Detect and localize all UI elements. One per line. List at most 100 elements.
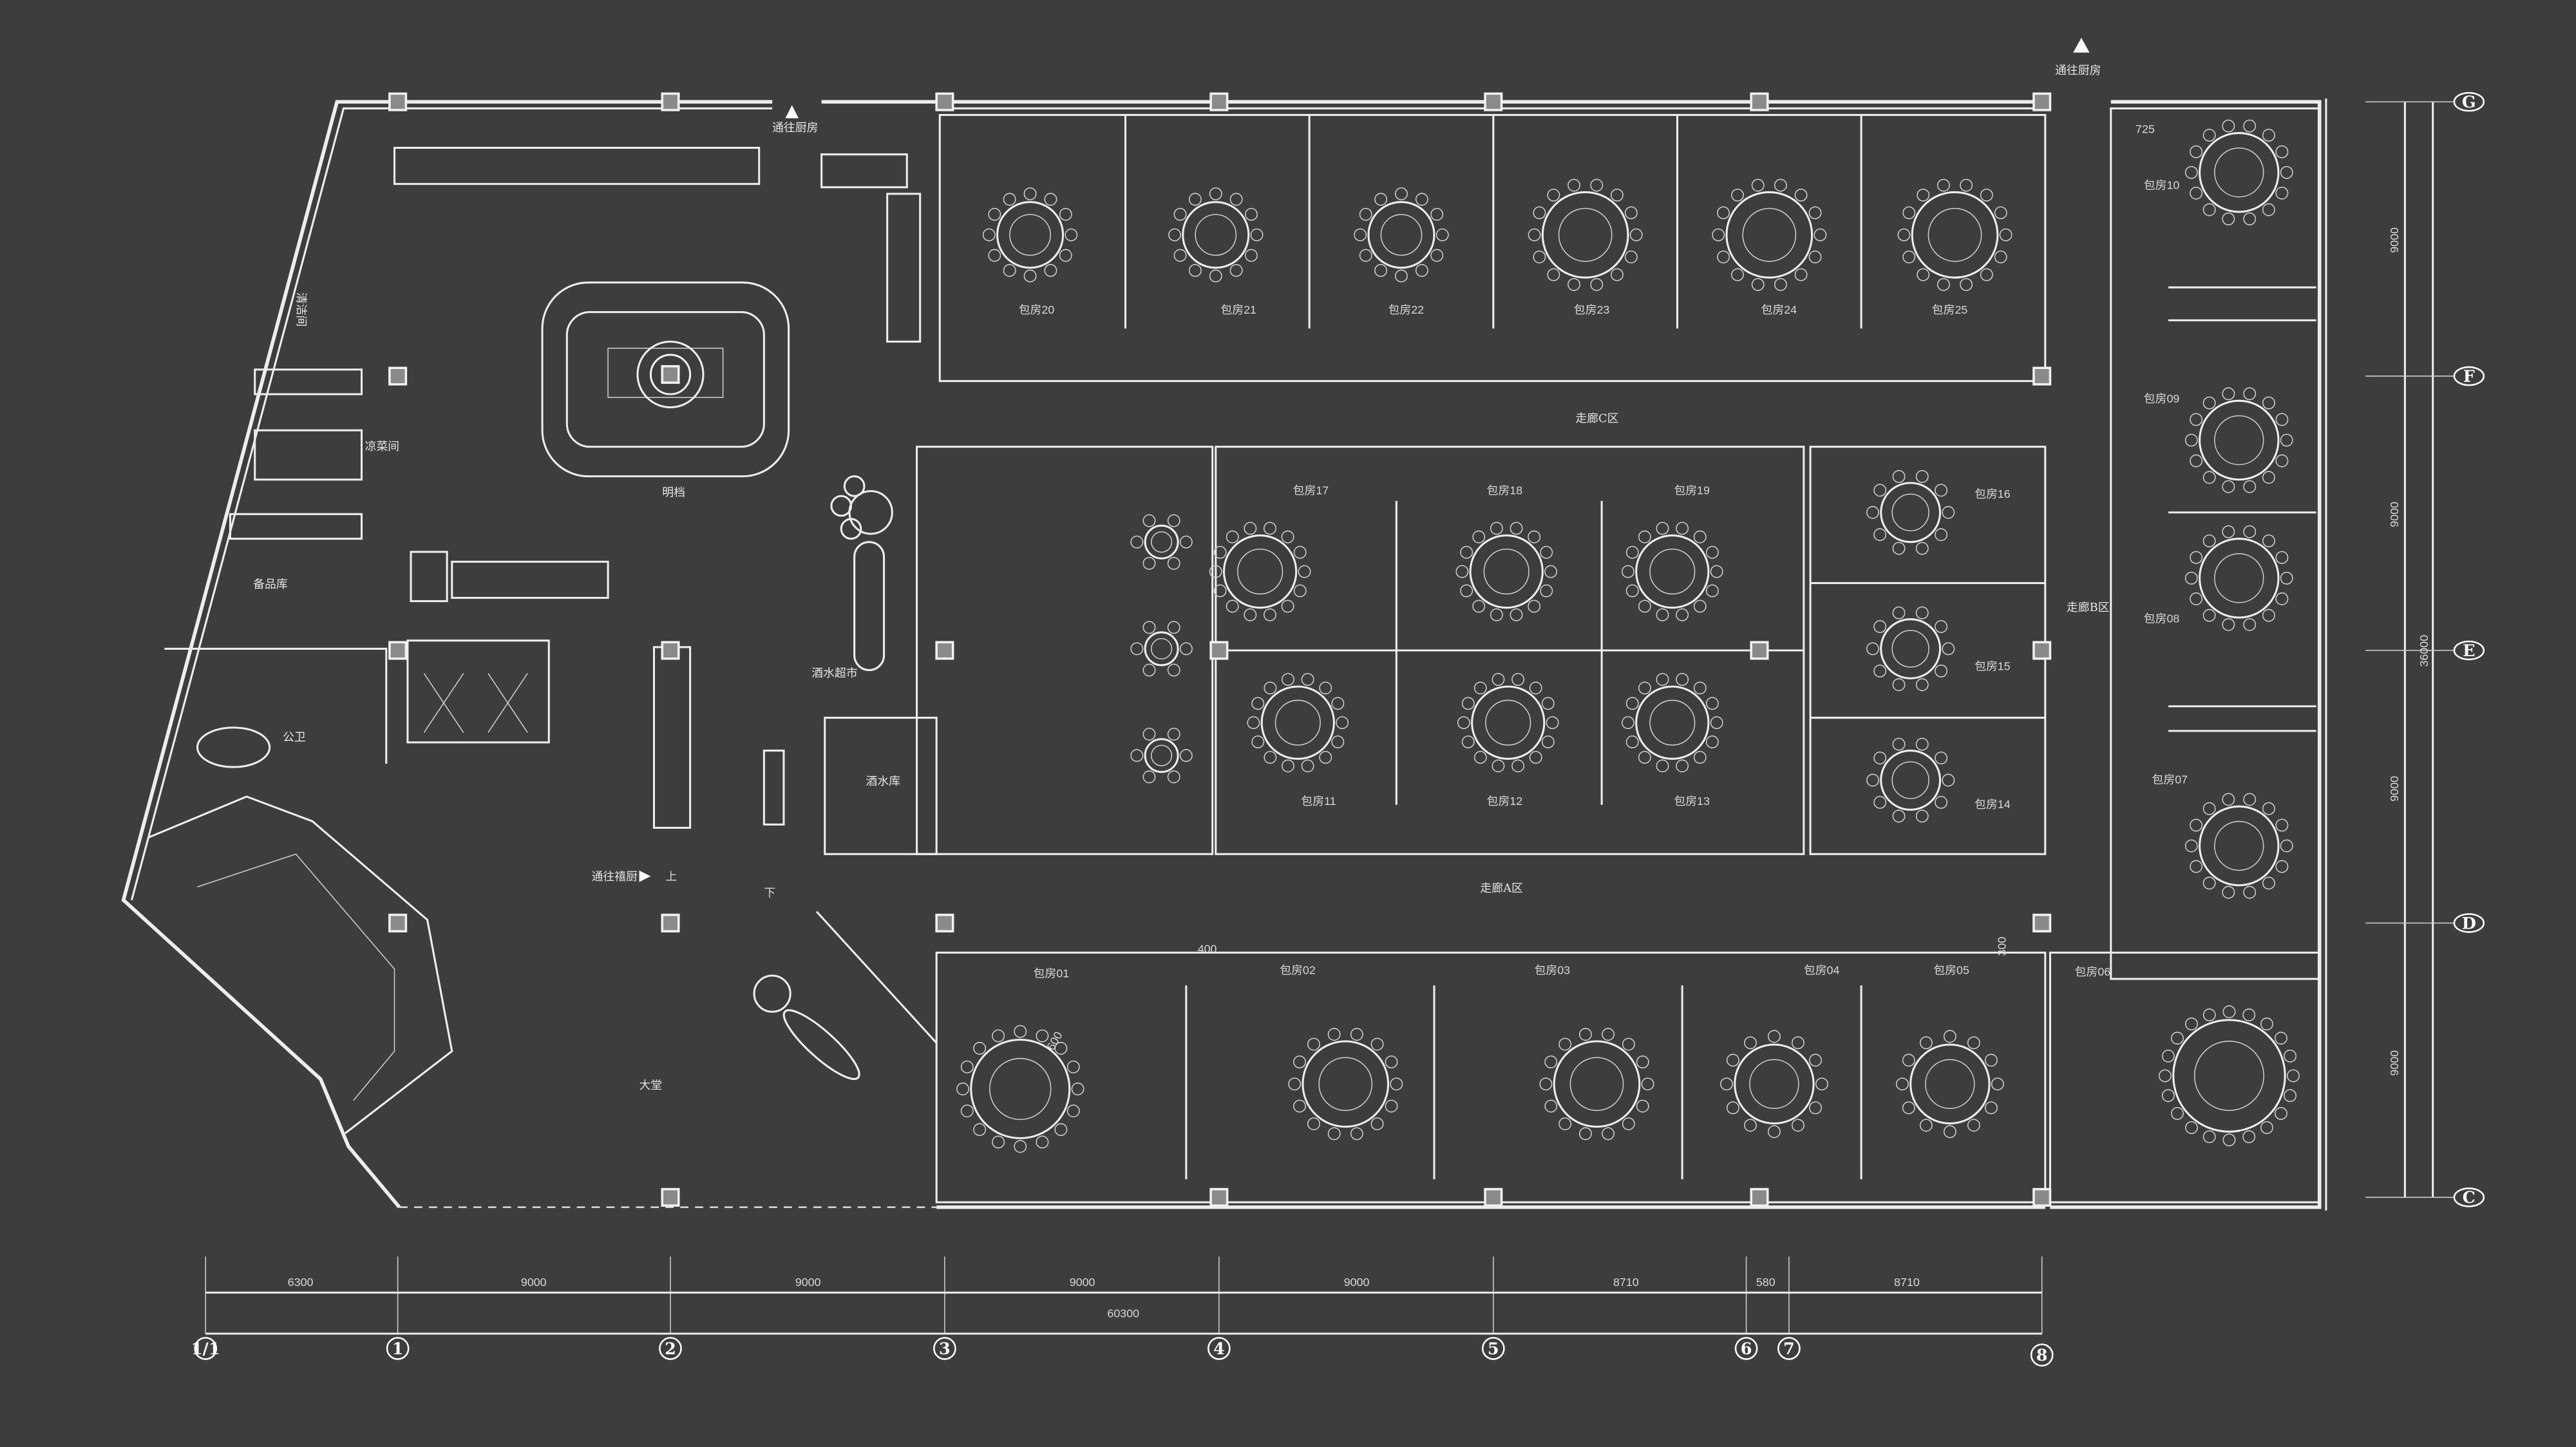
- chair: [2242, 1008, 2256, 1021]
- chair: [2280, 166, 2293, 179]
- chair: [2243, 387, 2257, 401]
- chair: [1226, 600, 1239, 613]
- axis-label: F: [2463, 367, 2475, 386]
- chair: [1625, 584, 1639, 598]
- chair: [1892, 678, 1906, 692]
- chair: [1917, 268, 1930, 281]
- axis-marker: E: [2453, 640, 2485, 661]
- chair: [2202, 876, 2216, 890]
- column: [388, 641, 408, 660]
- round-table: [1895, 1030, 2004, 1139]
- chair: [1902, 1054, 1915, 1067]
- round-table: [1288, 1028, 1403, 1140]
- chair: [1251, 697, 1265, 710]
- chair: [2262, 609, 2275, 622]
- chair: [1245, 249, 1258, 262]
- chair: [1873, 528, 1887, 542]
- chair: [1461, 697, 1475, 710]
- chair: [1693, 530, 1707, 544]
- chair: [2243, 525, 2257, 538]
- column: [935, 913, 954, 932]
- chair: [1774, 278, 1787, 291]
- chair: [2275, 551, 2289, 564]
- chair: [1331, 697, 1345, 710]
- axis-label: 6: [1741, 1339, 1752, 1359]
- chair: [1676, 759, 1689, 773]
- chair: [2222, 387, 2235, 401]
- chair: [1726, 1054, 1739, 1067]
- round-table: [2184, 525, 2293, 631]
- area-labels: 通往厨房 通往厨房 清洁间 凉菜间 明档 备品库 公卫 酒水超市 酒水库 通往禧…: [253, 37, 2155, 1092]
- chair: [1288, 1077, 1302, 1091]
- chair: [1540, 545, 1553, 559]
- chair: [2202, 1008, 2216, 1021]
- room-label: 包房11: [1301, 795, 1336, 808]
- axis-label: 3: [939, 1339, 951, 1359]
- chair: [1915, 809, 1929, 823]
- chair: [1490, 522, 1503, 535]
- round-table: [1712, 178, 1827, 291]
- chair: [1994, 206, 2007, 220]
- dining-tables: [956, 119, 2300, 1153]
- chair: [1693, 751, 1707, 764]
- chair: [2262, 534, 2275, 547]
- chair: [2202, 802, 2216, 815]
- room-label: 包房20: [1019, 303, 1055, 316]
- chair: [1873, 620, 1887, 633]
- chair: [1726, 1101, 1739, 1115]
- chair: [2202, 534, 2216, 547]
- chair: [988, 207, 1001, 221]
- to-kitchen-label: 通往厨房: [772, 121, 818, 135]
- chair: [1188, 193, 1202, 206]
- chair: [1533, 251, 1546, 263]
- chair: [1510, 608, 1523, 621]
- chair: [1528, 228, 1541, 241]
- column: [1750, 92, 1769, 111]
- room-label: 包房06: [2075, 965, 2111, 978]
- chair: [1071, 1083, 1084, 1095]
- round-table: [1866, 470, 1955, 555]
- chair: [1264, 681, 1277, 695]
- chair: [2243, 793, 2257, 806]
- chair: [2190, 592, 2203, 605]
- chair: [2243, 212, 2257, 225]
- room-label: 包房21: [1220, 303, 1256, 316]
- chair: [1808, 251, 1822, 263]
- room-label: 包房08: [2144, 612, 2180, 625]
- chair: [1705, 584, 1719, 598]
- chair: [1054, 1123, 1068, 1137]
- chair: [1809, 1054, 1822, 1067]
- chair: [1902, 206, 1916, 220]
- chair: [1960, 278, 1973, 291]
- chair: [956, 1083, 969, 1095]
- chair: [1960, 178, 1973, 192]
- chair: [1915, 470, 1929, 483]
- axis-marker: 5: [1481, 1337, 1505, 1360]
- chair: [1638, 681, 1651, 695]
- chair: [2262, 876, 2275, 890]
- chair: [2242, 1130, 2256, 1144]
- dim-300: 300: [1996, 937, 2009, 956]
- dim-400: 400: [1198, 942, 1217, 955]
- chair: [1281, 600, 1294, 613]
- chair: [1935, 484, 1948, 497]
- chair: [1943, 1125, 1956, 1139]
- chair: [2190, 860, 2203, 873]
- room-label: 包房17: [1293, 484, 1329, 497]
- chair: [992, 1135, 1005, 1149]
- axis-label: 7: [1783, 1339, 1795, 1359]
- chair: [1547, 268, 1560, 281]
- chair: [1693, 681, 1707, 695]
- chair: [1460, 545, 1473, 559]
- chair: [1293, 1055, 1306, 1068]
- chair: [1282, 759, 1294, 773]
- chair: [1558, 1117, 1572, 1131]
- chair: [2184, 839, 2198, 853]
- chair: [1226, 530, 1239, 544]
- chair: [1014, 1140, 1027, 1153]
- chair: [1472, 530, 1486, 544]
- chair: [1327, 1127, 1341, 1140]
- dim-label: 8710: [1613, 1276, 1639, 1289]
